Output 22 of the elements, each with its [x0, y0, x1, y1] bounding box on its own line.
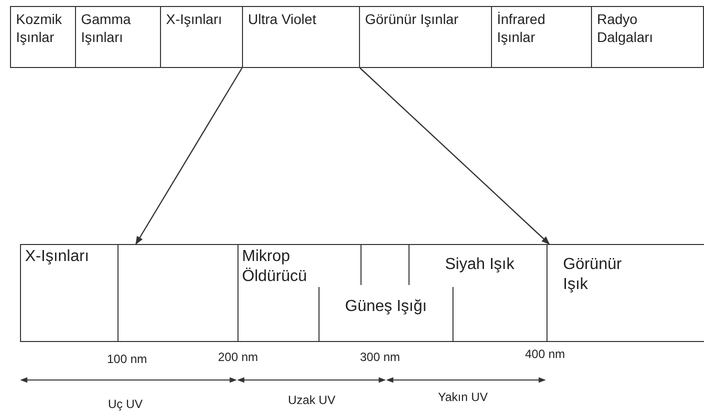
- wavelength-label: 300 nm: [360, 350, 400, 364]
- band-label: X-Işınları: [25, 247, 115, 271]
- spectrum-cell: İnfrared Işınlar: [491, 6, 592, 68]
- uv-spectrum-strip: [20, 244, 704, 342]
- spectrum-cell: Ultra Violet: [242, 6, 360, 68]
- spectrum-cell: Kozmik Işınlar: [10, 6, 76, 68]
- wavelength-label: 100 nm: [107, 352, 148, 366]
- spectrum-cell: Görünür Işınlar: [359, 6, 492, 68]
- zoom-arrow: [135, 68, 243, 245]
- range-label: Uç UV: [108, 397, 143, 411]
- band-label: Siyah Işık: [445, 255, 545, 279]
- band-label: Mikrop Öldürücü: [242, 247, 322, 291]
- zoom-arrow: [360, 68, 550, 245]
- spectrum-cell: Gamma Işınları: [75, 6, 161, 68]
- range-label: Yakın UV: [438, 390, 488, 404]
- wavelength-label: 400 nm: [525, 347, 566, 361]
- band-label: Güneş Işığı: [345, 297, 435, 321]
- band-label: Görünür Işık: [563, 255, 623, 299]
- spectrum-cell: X-Işınları: [160, 6, 243, 68]
- spectrum-cell: Radyo Dalgaları: [591, 6, 704, 68]
- range-label: Uzak UV: [288, 393, 336, 407]
- wavelength-label: 200 nm: [218, 350, 258, 364]
